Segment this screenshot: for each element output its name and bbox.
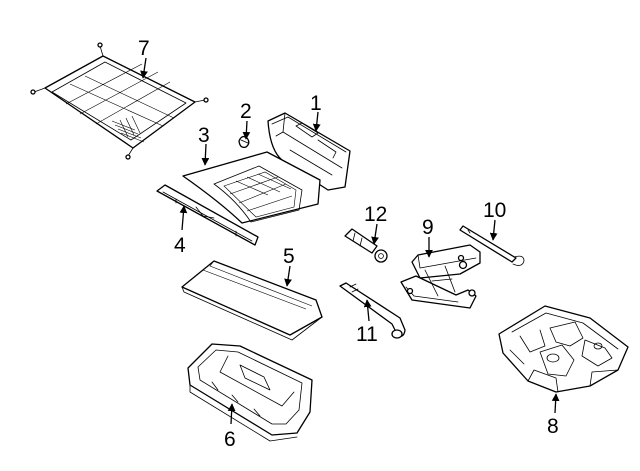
callout-1: 1: [310, 92, 322, 115]
callout-2: 2: [240, 100, 252, 123]
leader-12: [371, 223, 379, 245]
callout-12: 12: [364, 203, 387, 226]
leader-lines: [140, 57, 560, 425]
callout-9: 9: [422, 216, 434, 239]
jack-handle: [339, 282, 406, 339]
clip: [238, 135, 250, 149]
leader-8: [551, 393, 560, 414]
tow-hook: [344, 228, 388, 263]
floor-tray: [182, 151, 321, 224]
callout-labels: 1 2 3 4 5 6 7 8 9 10 11 12: [138, 37, 559, 451]
foam-insert: [498, 305, 629, 393]
cargo-net: [30, 42, 209, 160]
callout-10: 10: [483, 199, 506, 222]
callout-3: 3: [198, 124, 210, 147]
callout-4: 4: [174, 234, 186, 257]
leader-2: [242, 120, 251, 140]
leader-7: [140, 57, 148, 79]
leader-10: [489, 219, 498, 241]
callout-8: 8: [547, 415, 559, 438]
callout-5: 5: [283, 245, 295, 268]
callout-11: 11: [356, 323, 378, 346]
jack: [400, 244, 481, 309]
trunk-panel: [267, 112, 351, 191]
callout-7: 7: [138, 37, 150, 60]
leader-11: [363, 299, 372, 322]
floor-cover: [181, 260, 323, 341]
storage-tray: [187, 343, 313, 442]
sill-trim: [156, 184, 259, 246]
callout-6: 6: [224, 428, 236, 451]
leader-6: [227, 403, 236, 425]
leader-5: [284, 265, 292, 287]
leader-3: [201, 143, 210, 166]
leader-4: [179, 205, 188, 231]
leader-1: [312, 111, 321, 132]
floor-tray-grid: [223, 171, 297, 218]
jack-rod: [459, 225, 525, 266]
